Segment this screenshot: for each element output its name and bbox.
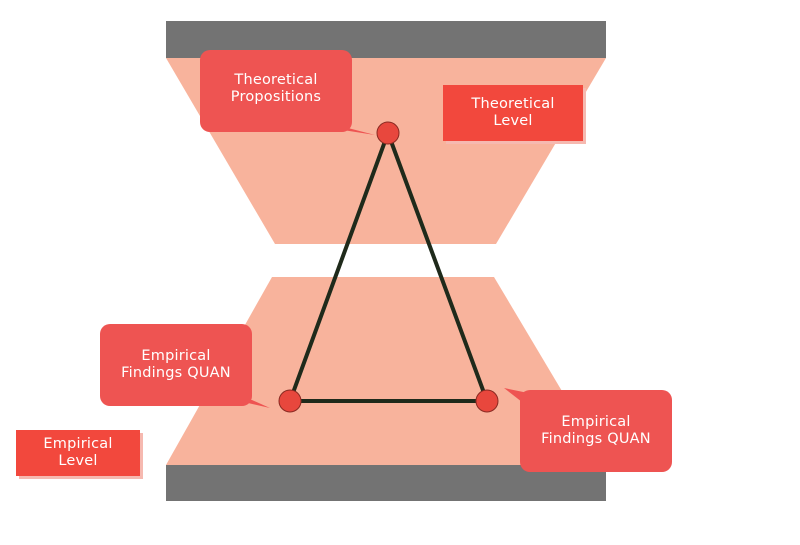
- empirical-findings-left-label: Empirical Findings QUAN: [121, 348, 231, 381]
- theoretical-level-box: Theoretical Level: [443, 85, 583, 141]
- theoretical-propositions-label: Theoretical Propositions: [230, 72, 322, 105]
- triangle-edges: [288, 131, 489, 403]
- node-theoretical: [376, 121, 400, 145]
- callout-box-empirical-right: [520, 390, 672, 472]
- empirical-level-box: Empirical Level: [16, 430, 140, 476]
- empirical-band: [166, 277, 606, 465]
- empirical-findings-right-label: Empirical Findings QUAN: [541, 414, 651, 447]
- callout-box-theoretical: [200, 50, 352, 132]
- callout-box-empirical-left: [100, 324, 252, 406]
- node-empirical-left: [278, 389, 302, 413]
- node-empirical-right: [475, 389, 499, 413]
